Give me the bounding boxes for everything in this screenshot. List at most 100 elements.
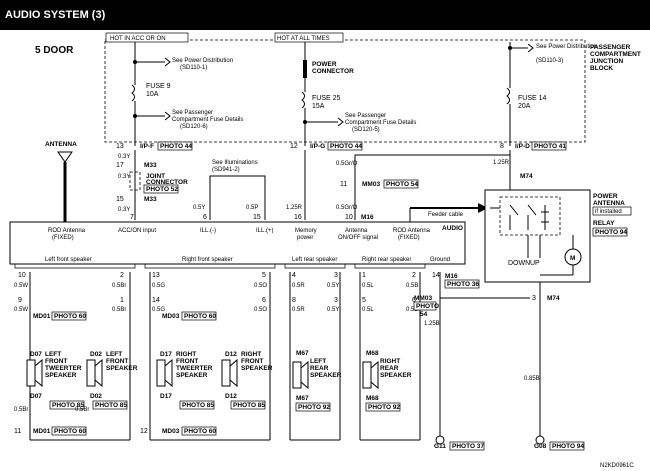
mm03-bottom-photo: PHOTO	[416, 303, 439, 310]
antenna-label: ANTENNA	[45, 141, 77, 148]
lrs-label: Left rear speaker	[292, 257, 337, 263]
power-connector-bar	[303, 60, 307, 78]
d12-label: D12	[225, 351, 237, 358]
spk-pin-5b: 5	[362, 297, 366, 304]
rft-3: TWEERTER	[176, 365, 213, 372]
m67-photo: PHOTO 92	[298, 404, 330, 411]
spk-pin-4: 4	[292, 272, 296, 279]
wire-125b: 1.25B	[424, 321, 440, 327]
wire-125r-c: 1.25R	[286, 205, 303, 211]
wire-b5: 0.5R	[292, 307, 305, 313]
lf-1: LEFT	[106, 351, 122, 358]
d17-photo: PHOTO 85	[182, 402, 214, 409]
rr-3: SPEAKER	[380, 372, 412, 379]
d12-label-b: D12	[225, 393, 237, 400]
wire-a8: 0.5B	[406, 283, 418, 289]
relay-switch-icon	[509, 204, 537, 230]
wire-a1: 0.5W	[14, 283, 28, 289]
ipg-photo: PHOTO 44	[330, 143, 362, 150]
power-antenna-label-2: ANTENNA	[593, 200, 625, 207]
d02-label-b: D02	[90, 393, 102, 400]
wire-b6: 0.5Y	[327, 307, 339, 313]
rr-2: REAR	[380, 365, 399, 372]
ipf-connector: I/P-F	[140, 143, 154, 150]
lft-4: SPEAKER	[45, 372, 77, 379]
wire-b7: 0.5L	[362, 307, 374, 313]
fuse-9-label: FUSE 9	[146, 83, 171, 90]
rr-1: RIGHT	[380, 358, 400, 365]
lr-3: SPEAKER	[310, 372, 342, 379]
audio-pin-7: 7	[130, 214, 134, 221]
md01-label: MD01	[33, 313, 51, 320]
wire-b1: 0.5W	[14, 307, 28, 313]
audio-antenna-sig: Antenna	[345, 228, 368, 234]
audio-memory2: power	[297, 235, 313, 241]
rrs-label: Right rear speaker	[362, 257, 411, 263]
d17-label: D17	[160, 351, 172, 358]
g11-ground-icon	[435, 435, 445, 445]
rf-2: FRONT	[241, 358, 263, 365]
spk-pin-6: 6	[262, 297, 266, 304]
rfs-label: Right front speaker	[182, 257, 233, 263]
pcjb-label-3: JUNCTION	[590, 58, 624, 65]
relay-label: RELAY	[593, 220, 615, 227]
relay-photo: PHOTO 94	[595, 229, 627, 236]
right-front-speaker-icon	[229, 358, 238, 388]
spk-pin-2: 2	[120, 272, 124, 279]
ipf-photo: PHOTO 44	[160, 143, 192, 150]
audio-rod-antenna-2: ROD Antenna	[393, 228, 431, 234]
ipd-connector: I/P-D	[515, 143, 530, 150]
ground-label: Ground	[430, 257, 450, 263]
spk-pin-3: 3	[334, 272, 338, 279]
wire-05y: 0.5Y	[193, 205, 205, 211]
relay-down: DOWN	[508, 260, 530, 267]
ipd-photo: PHOTO 41	[534, 143, 566, 150]
m16-label: M16	[361, 214, 374, 221]
spk-pin-1-l: 1	[120, 297, 124, 304]
wire-05gro-a: 0.5Gr/O	[336, 161, 358, 167]
see-illum-ref: (SD941-2)	[212, 167, 240, 173]
d02-label: D02	[90, 351, 102, 358]
wire-05gro-b: 0.5Gr/O	[336, 205, 358, 211]
m33-pin-17: 17	[116, 162, 124, 169]
pass-fuse-ref-5b: Compartment Fuse Details	[345, 120, 416, 126]
d12-photo: PHOTO 85	[233, 402, 265, 409]
g08-label: G08	[534, 443, 547, 450]
m68-label-b: M68	[366, 395, 379, 402]
if-installed-label: if installed	[595, 209, 622, 215]
door-variant-label: 5 DOOR	[35, 45, 74, 56]
spk-pin-3b: 3	[334, 297, 338, 304]
pcjb-label-4: BLOCK	[590, 65, 613, 72]
right-tweeter-speaker-icon	[164, 358, 173, 388]
fuse-25-amp: 15A	[312, 103, 325, 110]
motor-label: M	[570, 255, 575, 262]
pass-fuse-ref-5a: See Passenger	[345, 113, 386, 119]
wire-a6: 0.5Y	[327, 283, 339, 289]
lr-2: REAR	[310, 365, 329, 372]
hot-acc-label: HOT IN ACC OR ON	[110, 36, 166, 42]
md03b-photo: PHOTO 60	[184, 428, 216, 435]
d17-label-b: D17	[160, 393, 172, 400]
rft-1: RIGHT	[176, 351, 196, 358]
pcjb-label-1: PASSENGER	[590, 44, 631, 51]
md03-photo: PHOTO 60	[184, 313, 216, 320]
audio-rod-fixed-2: (FIXED)	[398, 235, 420, 241]
spk-pin-9: 9	[18, 297, 22, 304]
power-dist-ref-1: See Power Distribution	[172, 58, 233, 64]
wire-b3: 0.5G	[152, 307, 165, 313]
relay-up: UP	[530, 260, 540, 267]
m16-bottom-label: M16	[445, 273, 458, 280]
spk-pin-13: 13	[152, 272, 160, 279]
joint-connector-box	[129, 171, 141, 191]
junction-block-outline	[104, 39, 586, 143]
mm03-label: MM03	[362, 181, 380, 188]
fuse-25-symbol	[301, 91, 305, 109]
wire-b8: 0.5B	[406, 307, 418, 313]
m74-bottom-label: M74	[547, 295, 560, 302]
rf-3: SPEAKER	[241, 365, 273, 372]
audio-rod-fixed: (FIXED)	[52, 235, 74, 241]
pass-fuse-ref-6b: Compartment Fuse Details	[172, 117, 243, 123]
md03b-label: MD03	[162, 428, 180, 435]
ipg-connector: I/P-G	[310, 143, 325, 150]
wire-125r-b: 1.25R	[493, 160, 510, 166]
